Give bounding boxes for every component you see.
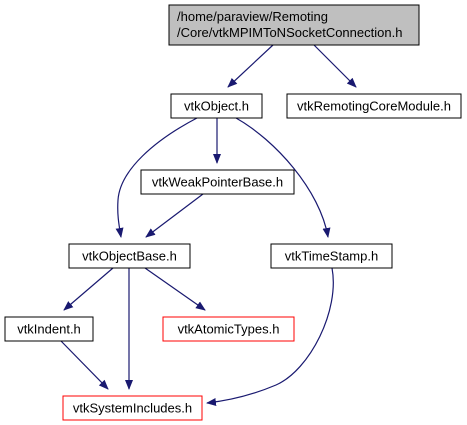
edge-vtkObject-to-vtkObjectBase — [115, 117, 198, 238]
node-label-vtkTimeStamp: vtkTimeStamp.h — [285, 249, 378, 264]
node-box-vtkRemotingCoreModule — [286, 93, 462, 119]
node-vtkSystemIncludes[interactable]: vtkSystemIncludes.h — [62, 395, 203, 421]
edge-vtkObject-to-vtkTimeStamp — [235, 117, 331, 238]
node-label-root-line-2: /Core/vtkMPIMToNSocketConnection.h — [177, 25, 402, 40]
edge-vtkIndent-to-vtkSystemIncludes — [60, 340, 109, 390]
node-root[interactable]: /home/paraview/Remoting/Core/vtkMPIMToNS… — [168, 4, 420, 46]
node-label-root-line-1: /home/paraview/Remoting — [177, 9, 328, 24]
node-vtkIndent[interactable]: vtkIndent.h — [4, 316, 94, 342]
node-vtkObject[interactable]: vtkObject.h — [170, 93, 263, 119]
node-vtkAtomicTypes[interactable]: vtkAtomicTypes.h — [162, 316, 295, 342]
node-label-vtkSystemIncludes: vtkSystemIncludes.h — [73, 401, 192, 416]
node-box-root — [168, 4, 420, 46]
node-label-vtkRemotingCoreModule: vtkRemotingCoreModule.h — [297, 99, 451, 114]
node-label-vtkObjectBase: vtkObjectBase.h — [82, 249, 177, 264]
node-box-vtkWeakPointerBase — [140, 169, 295, 195]
edge-root-to-vtkRemotingCoreModule — [313, 44, 357, 88]
edge-root-to-vtkObject — [227, 44, 274, 88]
edge-vtkTimeStamp-to-vtkSystemIncludes — [206, 267, 334, 406]
edge-vtkObjectBase-to-vtkAtomicTypes — [144, 267, 206, 311]
node-vtkWeakPointerBase[interactable]: vtkWeakPointerBase.h — [140, 169, 295, 195]
node-label-vtkIndent: vtkIndent.h — [17, 322, 81, 337]
node-vtkRemotingCoreModule[interactable]: vtkRemotingCoreModule.h — [286, 93, 462, 119]
node-label-vtkObject: vtkObject.h — [184, 99, 249, 114]
node-box-vtkAtomicTypes — [162, 316, 295, 342]
node-vtkObjectBase[interactable]: vtkObjectBase.h — [68, 243, 191, 269]
node-box-vtkObject — [170, 93, 263, 119]
node-vtkTimeStamp[interactable]: vtkTimeStamp.h — [270, 243, 393, 269]
node-label-vtkAtomicTypes: vtkAtomicTypes.h — [178, 322, 280, 337]
edge-vtkWeakPointerBase-to-vtkObjectBase — [145, 193, 204, 238]
node-box-vtkTimeStamp — [270, 243, 393, 269]
node-label-vtkWeakPointerBase: vtkWeakPointerBase.h — [152, 175, 283, 190]
node-box-vtkObjectBase — [68, 243, 191, 269]
node-box-vtkIndent — [4, 316, 94, 342]
node-box-vtkSystemIncludes — [62, 395, 203, 421]
edge-vtkObjectBase-to-vtkIndent — [63, 267, 114, 311]
